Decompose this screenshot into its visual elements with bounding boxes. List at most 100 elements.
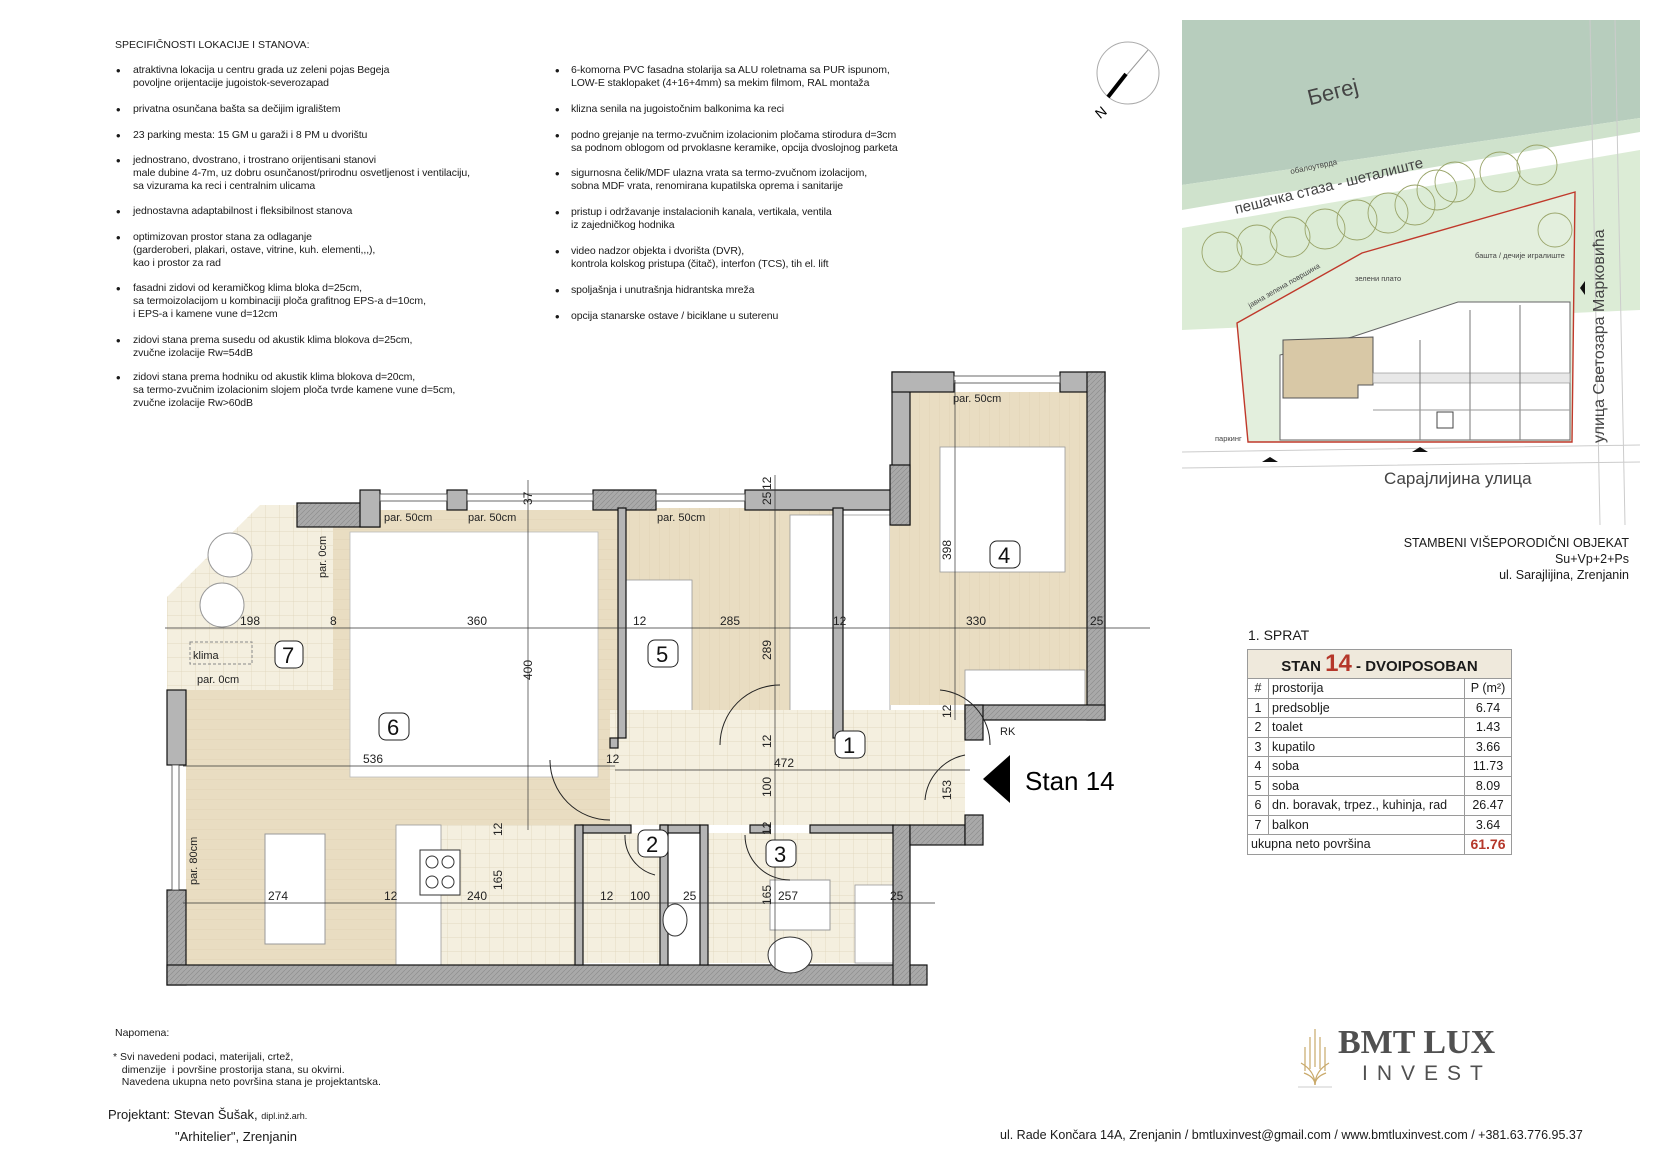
project-info: STAMBENI VIŠEPORODIČNI OBJEKAT Su+Vp+2+P… bbox=[1404, 535, 1629, 583]
parquet-label: par. 50cm bbox=[468, 512, 516, 524]
note-text: * Svi navedeni podaci, materijali, crtež… bbox=[113, 1051, 381, 1088]
spec-item: atraktivna lokacija u centru grada uz ze… bbox=[133, 64, 390, 89]
balcony-floor bbox=[167, 505, 333, 690]
spec-item: 23 parking mesta: 15 GM u garaži i 8 PM … bbox=[133, 129, 368, 141]
stove-icon bbox=[419, 849, 461, 896]
designer-line: Projektant: Stevan Šušak, dipl.inž.arh. bbox=[108, 1107, 307, 1122]
bullet-icon: • bbox=[116, 370, 121, 385]
bullet-icon: • bbox=[116, 230, 121, 245]
dim-label: 8 bbox=[330, 614, 337, 628]
rk-label: RK bbox=[1000, 726, 1016, 738]
bullet-icon: • bbox=[555, 102, 560, 117]
parquet-label: par. 50cm bbox=[657, 512, 705, 524]
row-room: soba bbox=[1268, 775, 1465, 796]
table-column-headers: # prostorija P (m²) bbox=[1247, 678, 1512, 699]
area-table: STAN 14 - DVOIPOSOBAN # prostorija P (m²… bbox=[1247, 649, 1512, 855]
map-street-south-label: Сарајлијина улица bbox=[1384, 469, 1532, 488]
dim-label: 12 bbox=[940, 704, 954, 718]
specs-title: SPECIFIČNOSTI LOKACIJE I STANOVA: bbox=[115, 39, 310, 51]
table-total-row: ukupna neto površina 61.76 bbox=[1247, 834, 1512, 855]
row-num: 5 bbox=[1247, 775, 1269, 796]
row-area: 26.47 bbox=[1464, 795, 1512, 816]
spec-item: zidovi stana prema susedu od akustik kli… bbox=[133, 334, 413, 359]
spec-item: optimizovan prostor stana za odlaganje (… bbox=[133, 231, 376, 269]
row-area: 3.66 bbox=[1464, 736, 1512, 757]
bullet-icon: • bbox=[555, 309, 560, 324]
row-room: dn. boravak, trpez., kuhinja, rad bbox=[1268, 795, 1465, 816]
bullet-icon: • bbox=[116, 153, 121, 168]
bullet-icon: • bbox=[555, 166, 560, 181]
dim-label: 240 bbox=[467, 889, 487, 903]
river-area bbox=[1182, 20, 1640, 185]
dim-label: 100 bbox=[630, 889, 650, 903]
project-address: ul. Sarajlijina, Zrenjanin bbox=[1499, 568, 1629, 582]
floor-labels: par. 50cm par. 50cm par. 50cm par. 50cm … bbox=[188, 393, 1016, 885]
apartment-highlight bbox=[1282, 336, 1374, 399]
parquet-label: par. 0cm bbox=[317, 536, 329, 578]
dim-label: 37 bbox=[521, 491, 535, 505]
bullet-icon: • bbox=[116, 128, 121, 143]
dim-label: 257 bbox=[778, 889, 798, 903]
dimension-labels: 198 8 360 12 285 289 12 330 25 398 37 25… bbox=[240, 476, 1104, 905]
row-room: predsoblje bbox=[1268, 697, 1465, 718]
room-number-7: 7 bbox=[282, 643, 294, 668]
map-green-plateau-label: зелени плато bbox=[1355, 274, 1401, 283]
dim-label: 360 bbox=[467, 614, 487, 628]
row-num: 4 bbox=[1247, 756, 1269, 777]
spec-item: jednostavna adaptabilnost i fleksibilnos… bbox=[133, 205, 353, 217]
bullet-icon: • bbox=[116, 63, 121, 78]
bullet-icon: • bbox=[116, 204, 121, 219]
toilet-icon bbox=[662, 903, 688, 937]
dimension-lines bbox=[165, 380, 1150, 970]
total-area: 61.76 bbox=[1464, 834, 1512, 855]
row-num: 3 bbox=[1247, 736, 1269, 757]
bullet-icon: • bbox=[555, 244, 560, 259]
dim-label: 12 bbox=[633, 614, 647, 628]
spec-item: jednostrano, dvostrano, i trostrano orij… bbox=[133, 154, 470, 192]
col-room: prostorija bbox=[1268, 678, 1465, 699]
spec-item: video nadzor objekta i dvorišta (DVR), k… bbox=[571, 245, 829, 270]
dim-label: 12 bbox=[760, 476, 774, 490]
spec-item: opcija stanarske ostave / biciklane u su… bbox=[571, 310, 779, 322]
row-num: 2 bbox=[1247, 717, 1269, 738]
designer-name: Projektant: Stevan Šušak, bbox=[108, 1107, 258, 1122]
north-compass-icon: N bbox=[1092, 41, 1160, 122]
hall-floor bbox=[610, 710, 965, 825]
row-area: 3.64 bbox=[1464, 814, 1512, 835]
parquet-label: par. 50cm bbox=[384, 512, 432, 524]
compass-north-label: N bbox=[1092, 103, 1110, 122]
dim-label: 25 bbox=[890, 889, 904, 903]
tree-icons bbox=[1201, 144, 1573, 273]
footer-contact: ul. Rade Končara 14A, Zrenjanin / bmtlux… bbox=[1000, 1128, 1583, 1142]
spec-item: 6-komorna PVC fasadna stolarija sa ALU r… bbox=[571, 64, 890, 89]
dim-label: 12 bbox=[606, 752, 620, 766]
bullet-icon: • bbox=[116, 102, 121, 117]
spec-item: podno grejanje na termo-zvučnim izolacio… bbox=[571, 129, 898, 154]
note-title: Napomena: bbox=[115, 1027, 170, 1039]
spec-item: zidovi stana prema hodniku od akustik kl… bbox=[133, 371, 456, 409]
room-number-1: 1 bbox=[843, 733, 855, 758]
row-area: 11.73 bbox=[1464, 756, 1512, 777]
parquet-label: par. 80cm bbox=[188, 837, 200, 885]
klima-label: klima bbox=[193, 650, 220, 662]
designer-studio: "Arhitelier", Zrenjanin bbox=[175, 1129, 297, 1144]
dim-label: 153 bbox=[940, 780, 954, 800]
dim-label: 289 bbox=[760, 640, 774, 660]
map-garden-label: башта / дечије игралиште bbox=[1475, 251, 1565, 260]
col-num: # bbox=[1247, 678, 1269, 699]
dim-label: 536 bbox=[363, 752, 383, 766]
row-num: 6 bbox=[1247, 795, 1269, 816]
bullet-icon: • bbox=[116, 333, 121, 348]
walls bbox=[166, 371, 1106, 986]
dim-label: 12 bbox=[384, 889, 398, 903]
parquet-label: par. 50cm bbox=[953, 393, 1001, 405]
entrance-label: Stan 14 bbox=[1025, 766, 1115, 796]
room-number-2: 2 bbox=[646, 832, 658, 857]
logo-name: BMT LUX bbox=[1338, 1024, 1496, 1061]
logo-subtitle: INVEST bbox=[1362, 1062, 1492, 1085]
dim-label: 25 bbox=[1090, 614, 1104, 628]
spec-item: privatna osunčana bašta sa dečijim igral… bbox=[133, 103, 341, 115]
